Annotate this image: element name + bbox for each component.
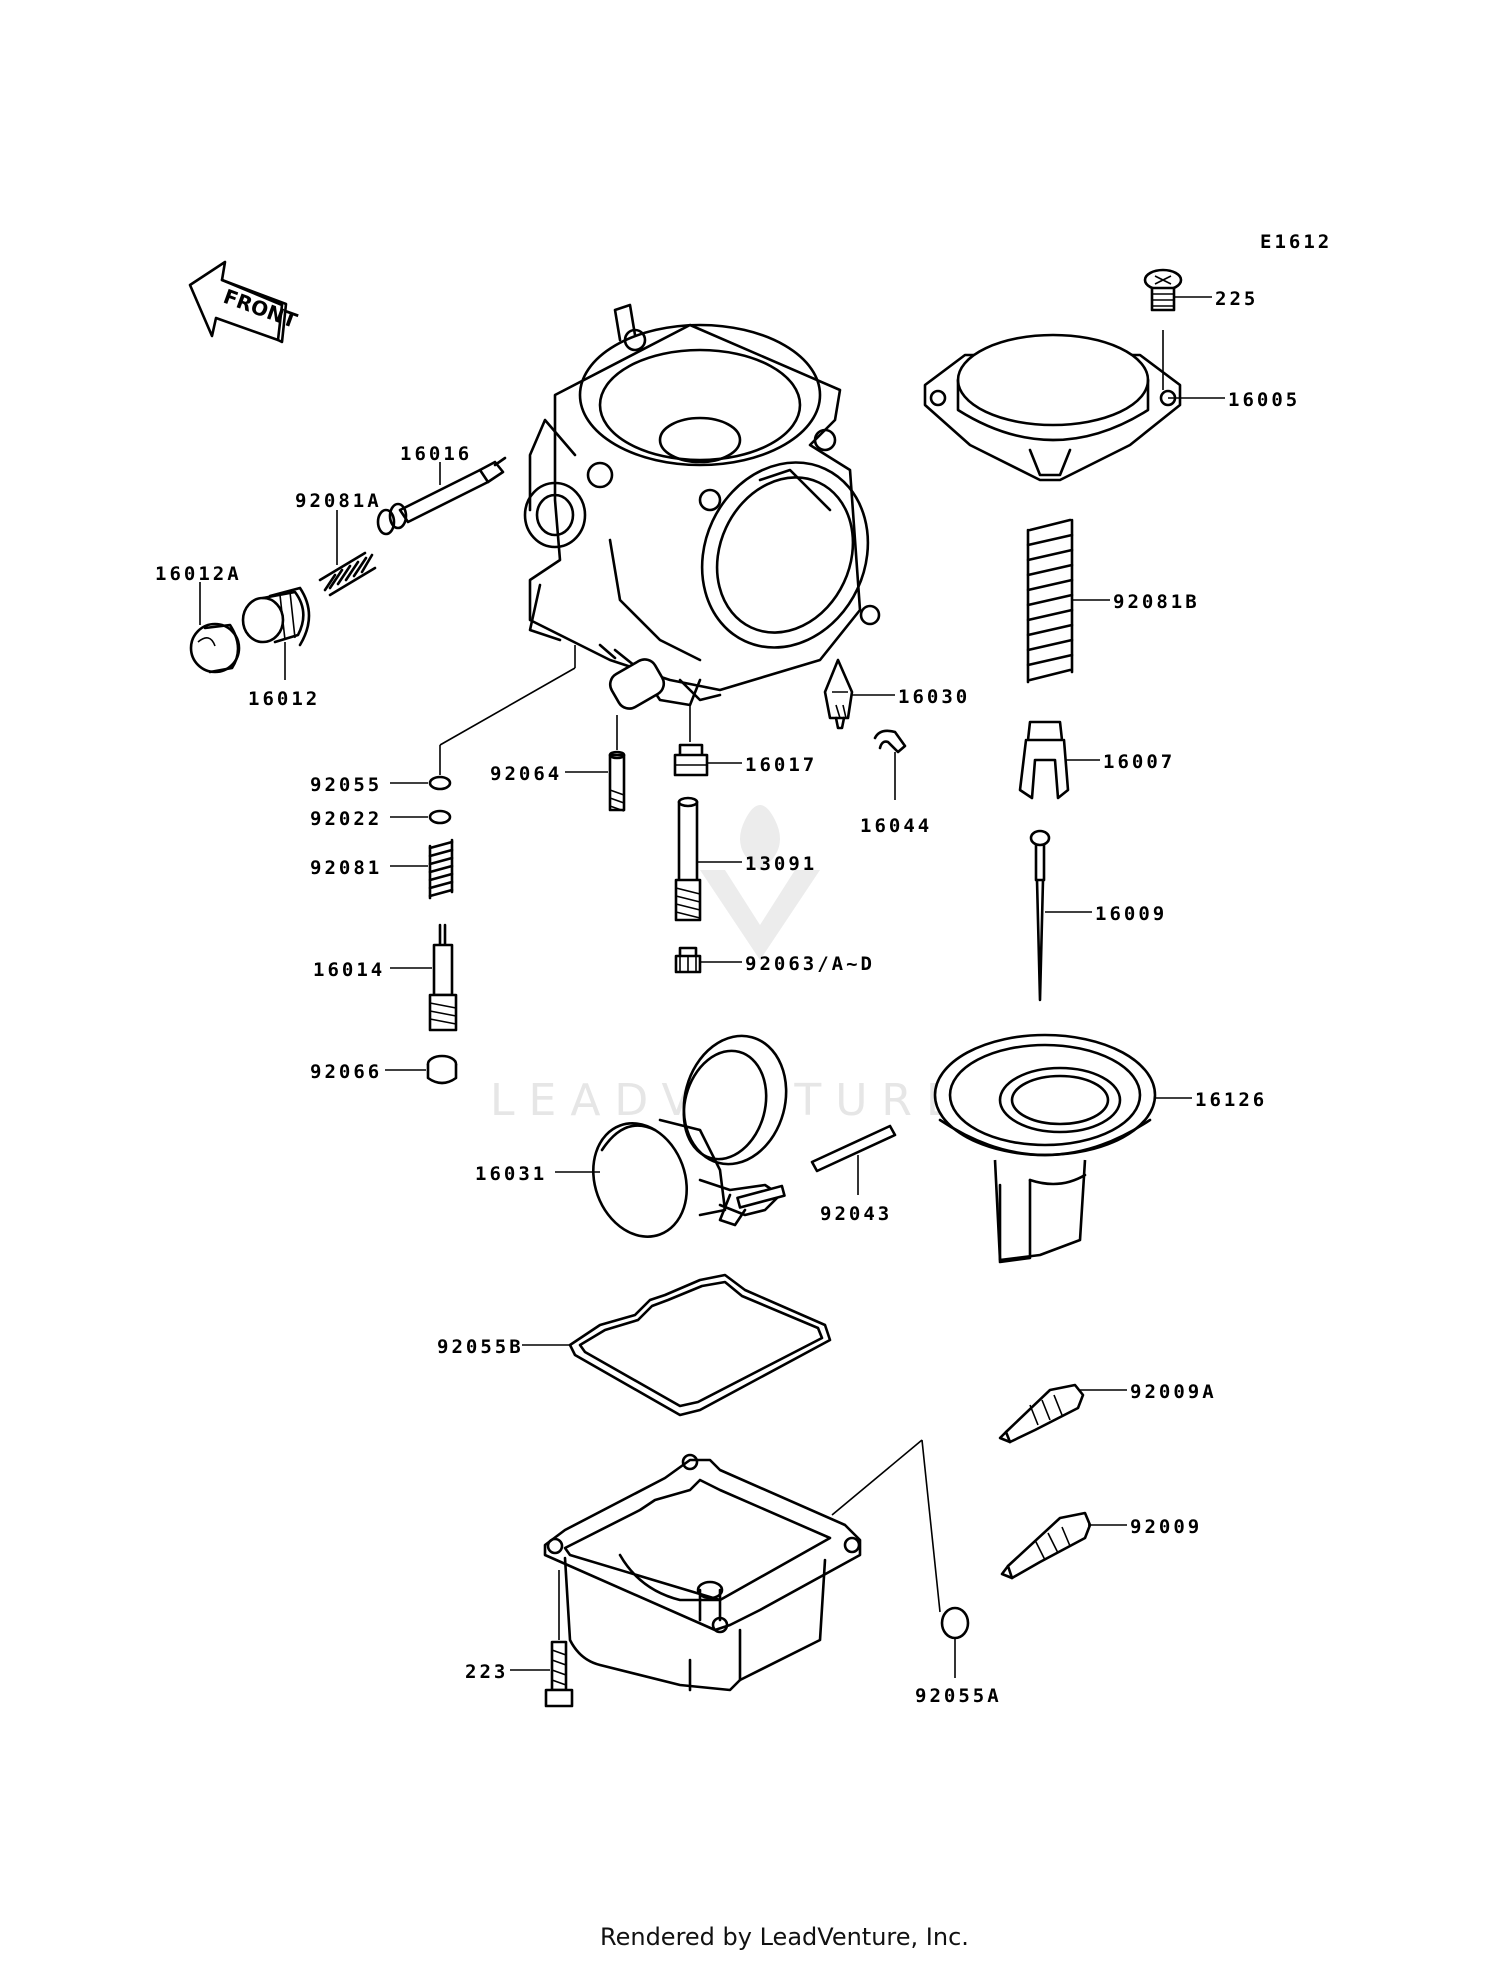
label-92081A: 92081A [295, 490, 382, 512]
part-float-bowl [543, 1453, 862, 1692]
label-16016: 16016 [400, 443, 472, 465]
label-92066: 92066 [310, 1061, 382, 1083]
part-92081A-spring [318, 551, 377, 597]
label-16014: 16014 [313, 959, 385, 981]
label-16044: 16044 [860, 815, 932, 837]
label-92043: 92043 [820, 1203, 892, 1225]
part-92055A-oring [940, 1606, 970, 1640]
label-92081B: 92081B [1113, 591, 1200, 613]
part-92081B-spring [1026, 518, 1074, 684]
part-92055-oring [428, 775, 452, 791]
label-16012A: 16012A [155, 563, 242, 585]
part-16014-pilot-screw [428, 923, 458, 1032]
label-92064: 92064 [490, 763, 562, 785]
part-16017-holder [673, 743, 709, 777]
label-92081: 92081 [310, 857, 382, 879]
diagram-code: E1612 [1260, 231, 1332, 253]
label-92055: 92055 [310, 774, 382, 796]
part-92064-pilot-jet [608, 750, 626, 812]
label-92009: 92009 [1130, 1516, 1202, 1538]
carburetor-body [523, 303, 881, 710]
label-16030: 16030 [898, 686, 970, 708]
label-16031: 16031 [475, 1163, 547, 1185]
label-223: 223 [465, 1661, 508, 1683]
part-16126-vacuum-piston [933, 1033, 1157, 1264]
part-16030-needle-valve [823, 658, 854, 730]
part-16044-clip [873, 729, 907, 754]
label-92055A: 92055A [915, 1685, 1002, 1707]
part-92063-main-jet [674, 946, 702, 974]
label-92009A: 92009A [1130, 1381, 1217, 1403]
part-16012-nut [241, 586, 311, 647]
label-16009: 16009 [1095, 903, 1167, 925]
part-16031-float [591, 1034, 788, 1238]
label-92022: 92022 [310, 808, 382, 830]
part-92043-pin [810, 1124, 897, 1173]
part-92022-washer [428, 809, 452, 825]
front-arrow-icon: FRONT [188, 260, 301, 344]
part-92009-screw [1000, 1511, 1092, 1580]
part-92055B-gasket [568, 1273, 832, 1417]
part-16016-plunger [376, 456, 507, 536]
part-92081-spring [428, 838, 454, 900]
label-16012: 16012 [248, 688, 320, 710]
part-225-screw [1143, 268, 1183, 312]
part-92009A-screw [998, 1383, 1085, 1444]
label-13091: 13091 [745, 853, 817, 875]
label-92063: 92063/A~D [745, 953, 875, 975]
label-16005: 16005 [1228, 389, 1300, 411]
part-16012A-cap [189, 622, 241, 674]
footer-credit: Rendered by LeadVenture, Inc. [600, 1923, 969, 1951]
part-16005-cap [923, 333, 1182, 482]
part-92066-plug [426, 1054, 458, 1085]
part-13091-needle-jet [674, 796, 702, 922]
part-16009-jet-needle [1029, 829, 1051, 1002]
label-92055B: 92055B [437, 1336, 524, 1358]
part-223-screw [544, 1640, 574, 1708]
label-16007: 16007 [1103, 751, 1175, 773]
part-16007-needle-holder [1018, 720, 1070, 800]
label-16126: 16126 [1195, 1089, 1267, 1111]
label-16017: 16017 [745, 754, 817, 776]
label-225: 225 [1215, 288, 1258, 310]
